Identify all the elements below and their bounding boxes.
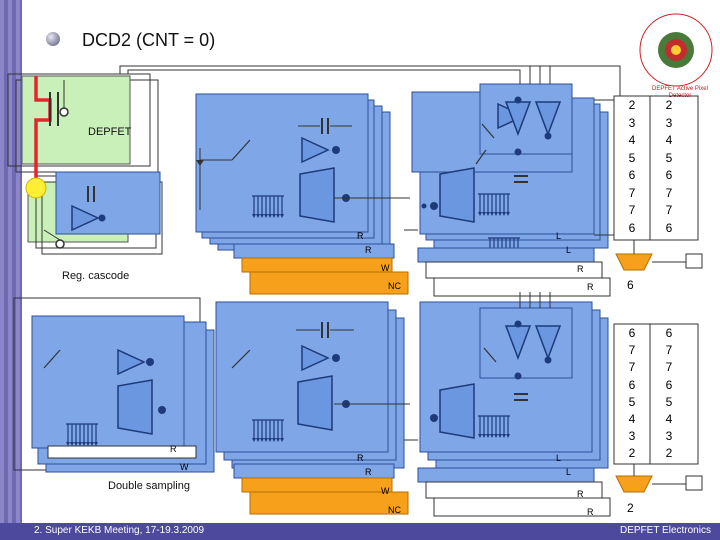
top-table-cell: 6 — [628, 220, 636, 235]
bottom-table-cell: 3 — [665, 429, 673, 444]
top-mux-output-number: 6 — [627, 278, 634, 292]
signal-w-label: W — [381, 486, 390, 496]
depfet-pixel-icon — [25, 177, 47, 199]
signal-l-label: L — [566, 467, 572, 477]
signal-nc-label: NC — [388, 505, 401, 515]
top-table-cell: 6 — [665, 168, 673, 182]
bottom-table-cell: 5 — [665, 394, 673, 409]
top-control-bars — [233, 243, 611, 297]
title-bullet-icon — [46, 32, 60, 46]
bottom-table-cell: 4 — [665, 412, 673, 426]
signal-w-label: W — [180, 462, 189, 472]
bottom-table-cell: 2 — [628, 446, 636, 461]
top-table-cell: 7 — [628, 203, 636, 217]
footer-bar: 2. Super KEKB Meeting, 17-19.3.2009 DEPF… — [0, 523, 720, 540]
footer-meeting-text: 2. Super KEKB Meeting, 17-19.3.2009 — [34, 525, 205, 536]
top-mid-cell-stack — [195, 93, 410, 251]
signal-r-label: R — [577, 489, 584, 499]
signal-r-label: R — [357, 453, 364, 463]
signal-r-label: R — [365, 245, 372, 255]
footer-org-text: DEPFET Electronics — [620, 525, 711, 536]
signal-nc-label: NC — [388, 281, 401, 291]
top-table-cell: 2 — [628, 98, 636, 112]
signal-r-label: R — [577, 264, 584, 274]
signal-l-label: L — [566, 245, 572, 255]
top-table-cell: 6 — [665, 220, 673, 235]
bottom-table-cell: 7 — [665, 343, 673, 358]
bottom-right-cell-stack — [419, 301, 609, 469]
depfet-logo — [639, 13, 713, 87]
signal-l-label: L — [556, 231, 562, 241]
bottom-table-cell: 6 — [628, 326, 636, 340]
slide-title: DCD2 (CNT = 0) — [82, 30, 216, 50]
bottom-table-cell: 6 — [665, 326, 673, 340]
bottom-readout-table — [613, 323, 703, 493]
signal-w-label: W — [381, 263, 390, 273]
bottom-mux-output-number: 2 — [627, 501, 634, 515]
top-table-cell: 7 — [628, 185, 636, 200]
bottom-table-cell: 7 — [628, 360, 636, 375]
bottom-mid-cell-stack — [215, 301, 410, 469]
depfet-label: DEPFET — [88, 126, 132, 138]
signal-l-label: L — [556, 453, 562, 463]
top-readout-table — [594, 95, 703, 271]
signal-r-label: R — [170, 444, 177, 454]
top-table-cell: 7 — [665, 203, 673, 217]
bottom-table-cell: 4 — [628, 412, 636, 426]
signal-r-label: R — [587, 507, 594, 517]
bottom-table-cell: 3 — [628, 429, 636, 444]
double-sampling-label: Double sampling — [108, 480, 190, 492]
logo-text: DEPFET Active Pixel Detector — [652, 86, 708, 99]
bottom-table-cell: 5 — [628, 394, 636, 409]
top-table-cell: 4 — [628, 133, 636, 147]
bottom-table-cell: 7 — [665, 360, 673, 375]
top-table-cell: 7 — [665, 185, 673, 200]
top-right-cell-stack — [411, 83, 609, 261]
reg-cascode-label: Reg. cascode — [62, 270, 130, 282]
bottom-table-cell: 6 — [665, 377, 673, 392]
top-table-cell: 5 — [628, 150, 636, 165]
signal-r-label: R — [365, 467, 372, 477]
top-table-cell: 2 — [665, 98, 673, 112]
bottom-table-cell: 7 — [628, 343, 636, 358]
depfet-pixel-stack — [7, 73, 163, 255]
top-table-cell: 3 — [628, 115, 636, 130]
top-table-cell: 3 — [665, 115, 673, 130]
bottom-table-cell: 6 — [628, 377, 636, 392]
bus-lines — [119, 65, 621, 441]
top-table-cell: 6 — [628, 168, 636, 182]
top-table-cell: 5 — [665, 150, 673, 165]
bottom-table-cell: 2 — [665, 446, 673, 461]
signal-r-label: R — [357, 231, 364, 241]
bottom-control-bars — [47, 445, 611, 517]
top-table-cell: 4 — [665, 133, 673, 147]
signal-r-label: R — [587, 282, 594, 292]
